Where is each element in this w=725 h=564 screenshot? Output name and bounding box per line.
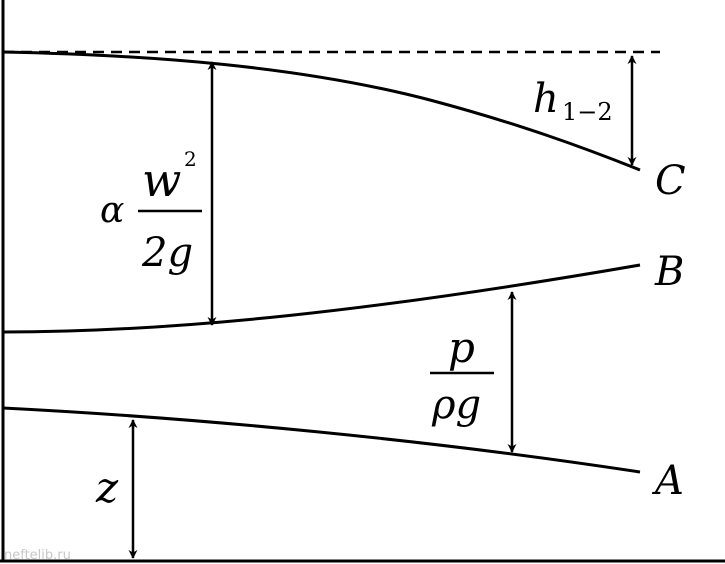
curve-c <box>2 50 641 172</box>
elevation-symbol: z <box>95 463 119 512</box>
watermark: neftelib.ru <box>4 548 71 563</box>
label-b: B <box>654 249 684 295</box>
velocity-exponent: 2 <box>184 147 197 171</box>
velocity-symbol: w <box>142 153 181 207</box>
curve-b <box>2 263 641 334</box>
alpha-symbol: α <box>100 190 124 231</box>
head-loss-subscript: 1−2 <box>562 98 613 126</box>
curve-a <box>2 406 641 474</box>
label-a: A <box>651 458 684 504</box>
head-loss-symbol: h <box>533 76 559 122</box>
label-c: C <box>655 158 686 204</box>
pressure-symbol: p <box>448 323 475 372</box>
pressure-head-denominator: ρg <box>431 382 481 428</box>
velocity-head-denominator: 2g <box>141 230 193 276</box>
